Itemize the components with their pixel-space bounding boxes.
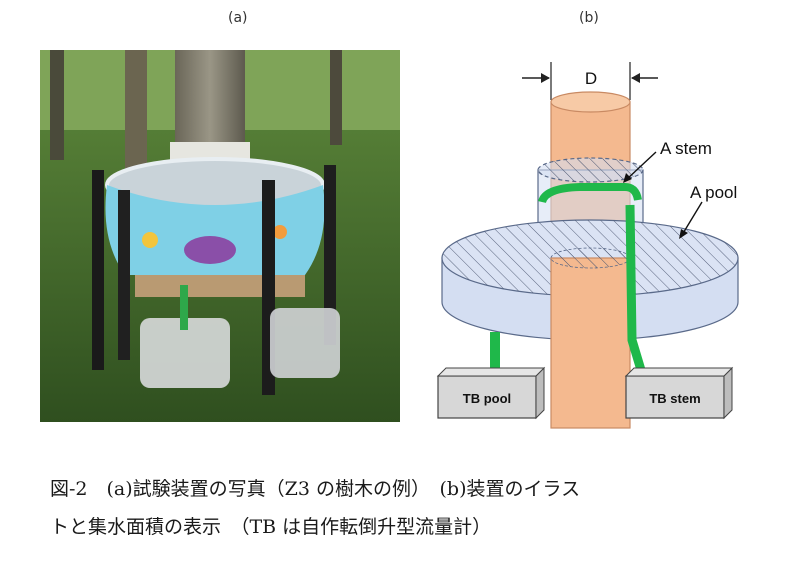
dimension-arrowhead-right <box>631 73 640 83</box>
dimension-label: D <box>585 69 597 88</box>
figure-caption-line-2: トと集水面積の表示 （TB は自作転倒升型流量計） <box>50 516 492 538</box>
panel-a-label: (a) <box>228 10 248 26</box>
stem-area-label: A stem <box>660 139 712 158</box>
tb-stem-box <box>625 375 725 419</box>
dimension-arrowhead-left <box>541 73 550 83</box>
tb-stem-label: TB stem <box>649 391 700 406</box>
pool-area-label: A pool <box>690 183 737 202</box>
panel-b-label: (b) <box>579 10 599 26</box>
photo-pool-fish-left <box>142 232 158 248</box>
photo-green-hose <box>180 285 188 330</box>
photo-background-tree-left <box>50 50 64 160</box>
trunk-lower <box>550 257 631 429</box>
tb-stem-box-top <box>624 367 734 377</box>
stem-drain-pipe <box>625 204 649 382</box>
stem-area-leader <box>625 151 657 181</box>
photo-tipping-bucket-bag-right <box>270 308 340 378</box>
tb-pool-box <box>437 375 537 419</box>
photo-tipping-bucket-bag-left <box>140 318 230 388</box>
tb-pool-box-top <box>436 367 546 377</box>
trunk-pool-intersection <box>550 247 631 269</box>
photo-pool-fish-right <box>273 225 287 239</box>
apparatus-illustration: D A stem A pool TB pool TB stem <box>436 62 739 429</box>
experiment-photo <box>40 50 400 422</box>
pool-area-leader <box>681 201 703 236</box>
tb-pool-label: TB pool <box>463 391 511 406</box>
trunk-top <box>550 91 631 113</box>
photo-post-right-2 <box>324 165 336 345</box>
stem-area-leader-head <box>623 173 632 183</box>
photo-post-left-2 <box>118 190 130 360</box>
stem-collar-pipe <box>538 183 642 204</box>
photo-post-left-1 <box>92 170 104 370</box>
photo-pool-whale <box>184 236 236 264</box>
stem-area-hatch <box>538 158 643 182</box>
photo-background-tree-right <box>330 50 342 145</box>
photo-support-board <box>135 275 305 297</box>
pool-drain-pipe <box>490 332 500 377</box>
figure-caption-line-1: 図-2 (a)試験装置の写真（Z3 の樹木の例） (b)装置のイラス <box>50 478 581 500</box>
photo-background-tree-mid <box>125 50 147 170</box>
pool-area-leader-head <box>679 229 688 239</box>
